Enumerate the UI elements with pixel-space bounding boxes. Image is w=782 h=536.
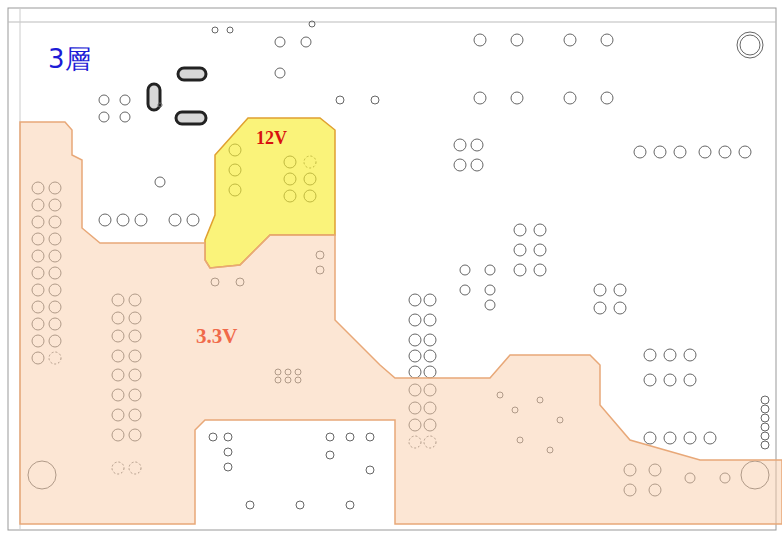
slot-holes [148,68,206,124]
layer-title: 3層 [48,42,91,77]
plane-outline [18,120,782,524]
power-plane-3v3: 3.3V [18,120,782,524]
net-label: 3.3V [196,324,237,349]
net-label: 12V [256,128,287,149]
